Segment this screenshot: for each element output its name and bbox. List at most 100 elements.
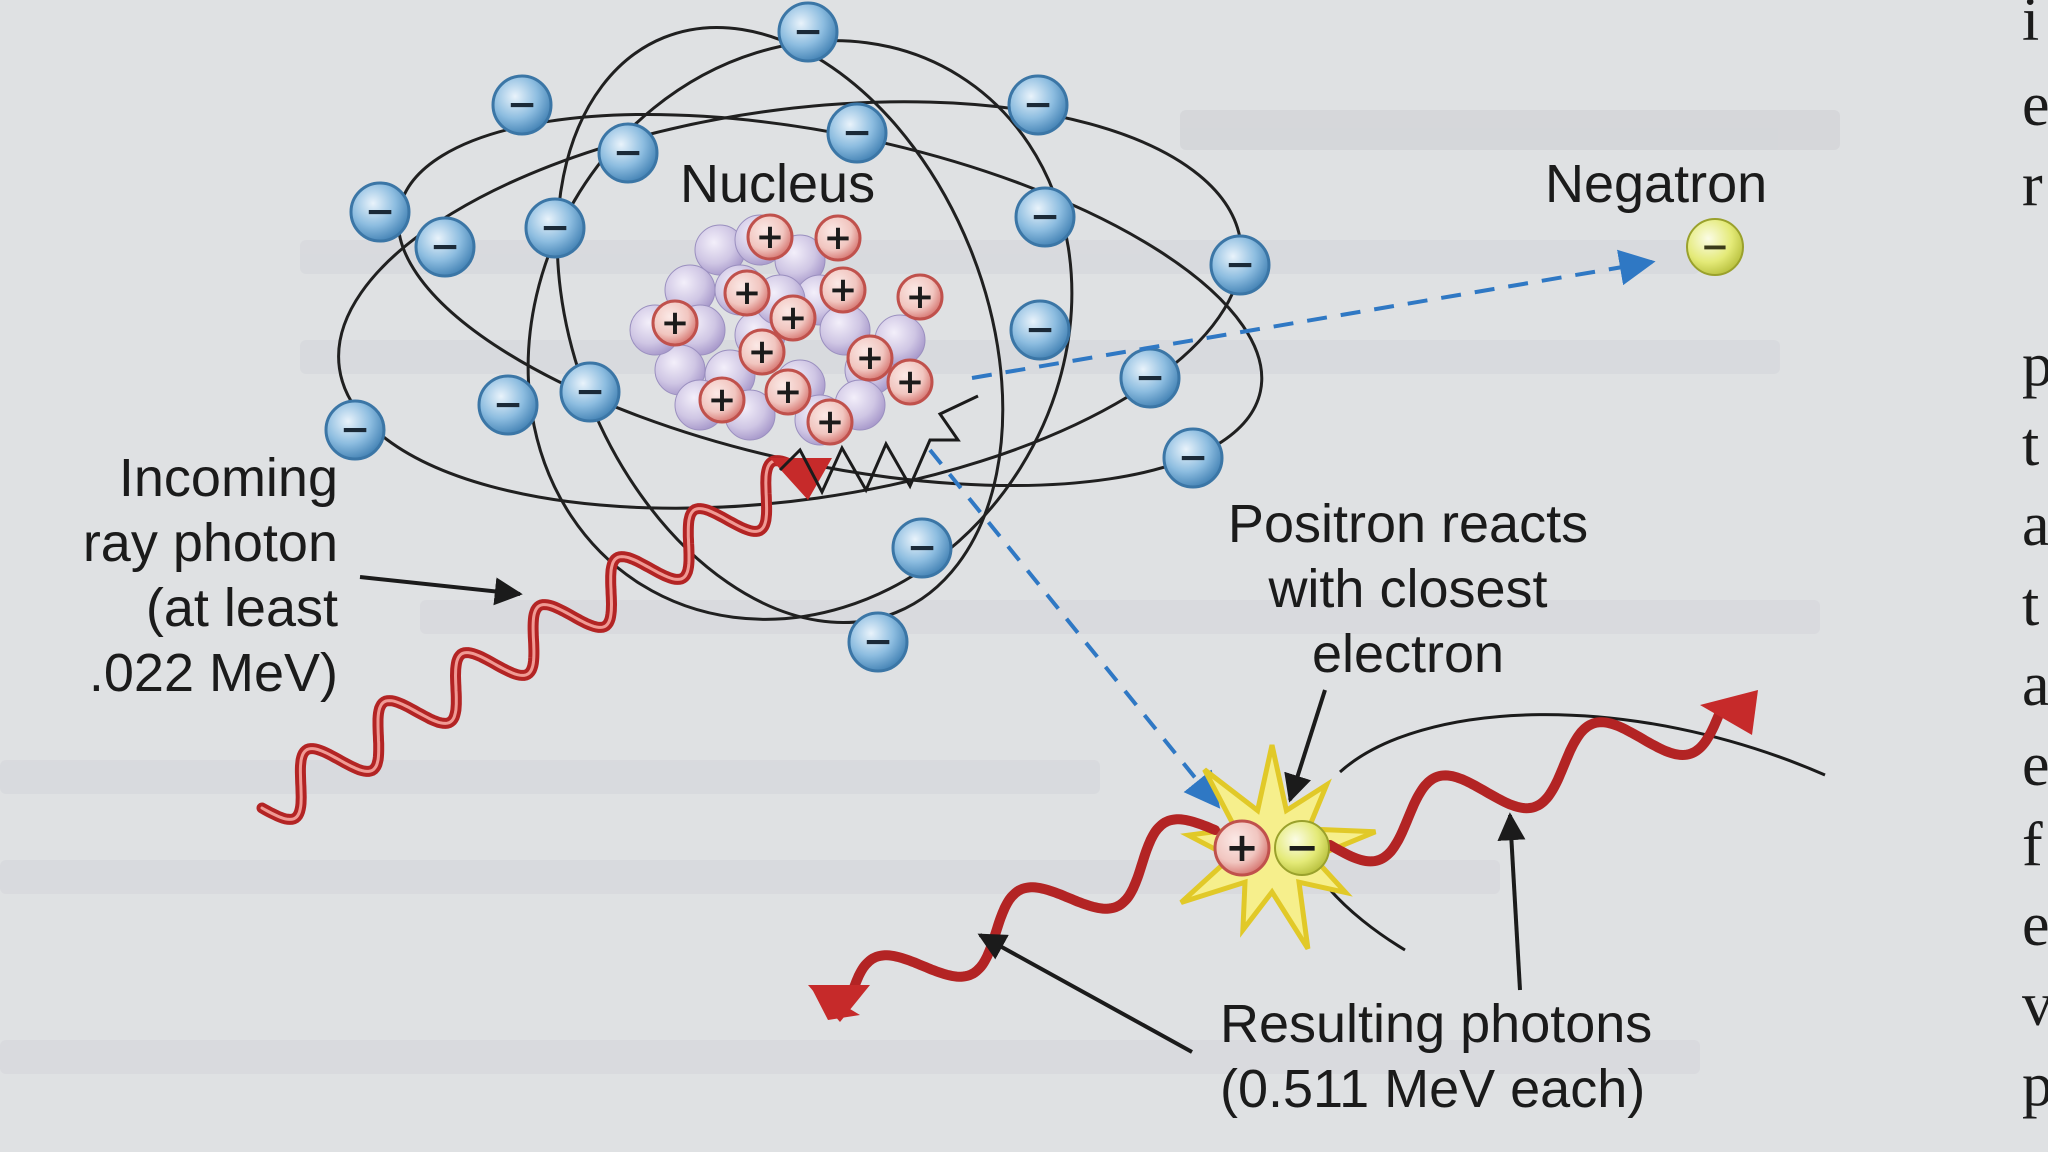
incoming-photon-arrowhead [770,458,832,500]
electron: − [1007,74,1069,136]
electron-sign: − [907,528,937,569]
proton-sign: + [774,372,803,412]
electron-sign: − [493,385,523,426]
proton-sign: + [748,332,777,372]
electron-sign: − [613,133,643,174]
electron: − [1009,299,1071,361]
negatron-trajectory [971,249,1656,380]
resulting-label-line1: Resulting photons [1220,994,1652,1054]
electron: − [1014,186,1076,248]
positron-trajectory [928,448,1221,809]
proton: + [698,376,746,424]
electron: − [597,122,659,184]
proton: + [723,269,771,317]
negatron-label: Negatron [1545,154,1767,214]
electron: − [777,1,839,63]
proton: + [814,214,862,262]
positron-particle: + [1213,819,1271,877]
incoming-photon [256,455,832,825]
electron: − [826,102,888,164]
electron-sign: − [842,113,872,154]
incoming-label-line3: (at least [146,578,338,638]
positron-sign: + [1225,825,1259,871]
electron-sign: − [575,372,605,413]
resulting-photon-right-wave [1325,707,1725,867]
resulting-photon-left-arrowhead-body [808,985,870,1022]
incoming-photon-label: Incoming ray photon (at least .022 MeV) [83,448,338,703]
proton: + [819,266,867,314]
margin-char: e [2022,731,2048,799]
electron-sign: − [540,208,570,249]
incoming-pointer-arrow [359,575,523,606]
electron-sign: − [430,227,460,268]
orbit-4 [526,39,1074,621]
proton: + [738,328,786,376]
proton: + [896,273,944,321]
nucleus-zigzag [778,394,979,496]
proton-sign: + [829,270,858,310]
electron: − [847,611,909,673]
positron-label-line2: with closest [1267,559,1547,619]
electron-sign: − [340,410,370,451]
proton-sign: + [756,217,785,257]
proton: + [746,213,794,261]
proton-sign: + [856,338,885,378]
electron: − [324,399,386,461]
margin-char: t [2022,571,2039,639]
margin-char: t [2022,411,2039,479]
electron-sign: − [1178,438,1208,479]
electron-sign: − [365,192,395,233]
electron: − [559,361,621,423]
positron-pointer-arrow [1284,689,1327,803]
electron: − [491,74,553,136]
margin-char: p [2022,1051,2048,1119]
proton: + [651,299,699,347]
proton: + [806,398,854,446]
margin-char: e [2022,891,2048,959]
electron-sign: − [863,622,893,663]
proton: + [764,368,812,416]
incoming-photon-wave-highlight [260,459,807,821]
negatron-particle: − [1686,218,1744,276]
resulting-photon-left-wave [845,814,1220,1005]
incoming-label-line4: .022 MeV) [89,643,338,703]
proton-sign: + [816,402,845,442]
negatron-sign: − [1701,227,1730,267]
proton-sign: + [896,362,925,402]
proton-sign: + [733,273,762,313]
nucleus: +++++++++++++ [629,213,944,446]
positron-reacts-label: Positron reacts with closest electron [1228,494,1588,684]
proton-sign: + [661,303,690,343]
left-photon-pointer-arrow [977,933,1193,1054]
proton-sign: + [779,298,808,338]
pointer-arrows [359,575,1526,1054]
electron-sign: − [1030,197,1060,238]
proton-sign: + [906,277,935,317]
electron-sign: − [793,12,823,53]
margin-char: f [2022,811,2043,879]
margin-char: v [2022,971,2048,1039]
annihilation-curve-upper [1338,713,1826,777]
electron: − [891,517,953,579]
electron: − [524,197,586,259]
margin-char: a [2022,491,2048,559]
positron-label-line3: electron [1312,624,1504,684]
proton: + [846,334,894,382]
electron: − [349,181,411,243]
electron-sign: − [1135,358,1165,399]
margin-char: p [2022,331,2048,399]
resulting-photons [808,690,1758,1022]
annihilating-electron: − [1274,820,1330,876]
right-photon-pointer-arrow [1497,812,1526,991]
annihilating-electron-sign: − [1285,825,1319,871]
incoming-label-line1: Incoming [119,448,338,508]
electron-sign: − [507,85,537,126]
resulting-photons-label: Resulting photons (0.511 MeV each) [1220,994,1652,1119]
proton: + [886,358,934,406]
positron-label-line1: Positron reacts [1228,494,1588,554]
margin-char: a [2022,651,2048,719]
margin-char: i [2022,0,2039,54]
